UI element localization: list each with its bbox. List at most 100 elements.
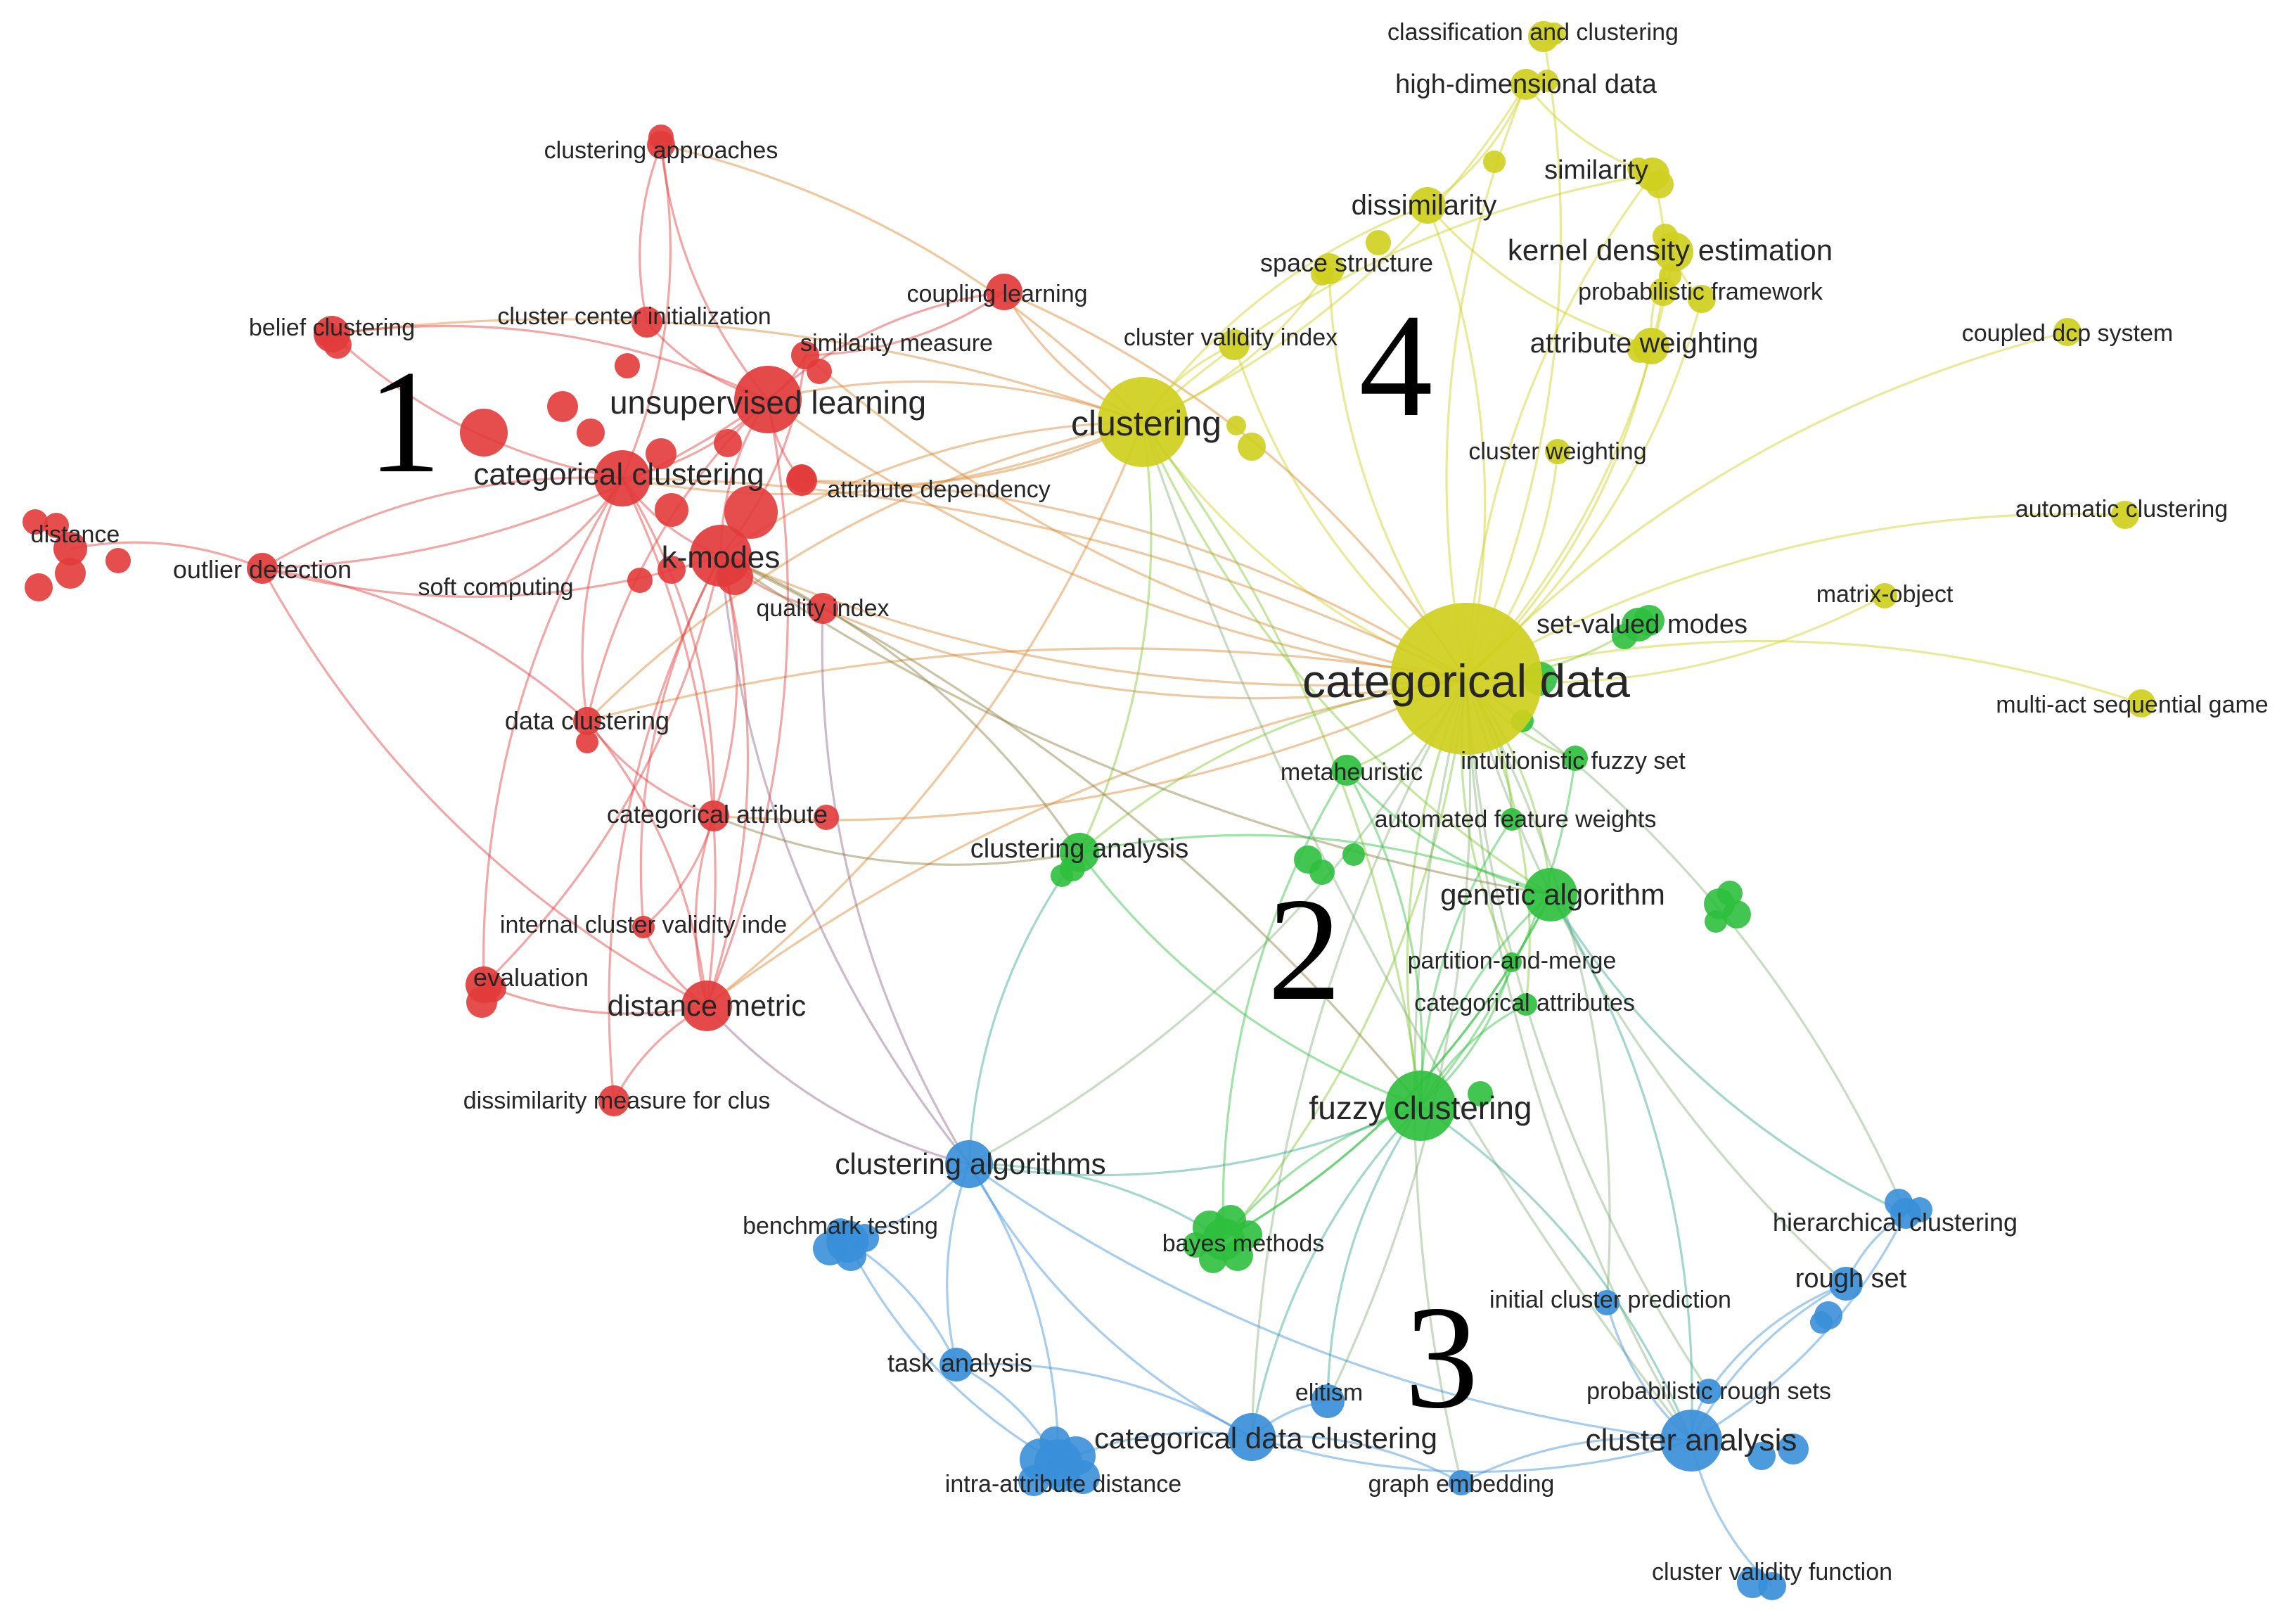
link-clustering-unsupervised_learning xyxy=(767,380,1143,423)
link-categorical_data-bayes_methods xyxy=(1222,678,1468,1241)
link-benchmark_testing-intra_attribute_distance xyxy=(846,1241,1059,1464)
node-elitism[interactable] xyxy=(1311,1384,1345,1418)
node-hierarchical_clustering[interactable] xyxy=(1890,1198,1921,1229)
node-fuzzy_clustering[interactable] xyxy=(1385,1071,1456,1141)
link-outlier_detection-data_clustering xyxy=(262,567,589,722)
node-high_dimensional_data[interactable] xyxy=(1511,69,1541,100)
node-similarity[interactable] xyxy=(1636,158,1669,191)
node-probabilistic_rough_sets[interactable] xyxy=(1696,1379,1721,1404)
node-benchmark_testing[interactable] xyxy=(826,1220,868,1263)
satellite-node xyxy=(1778,1434,1809,1464)
link-categorical_data_clustering-graph_embedding xyxy=(1251,1434,1462,1484)
node-cluster_validity_index[interactable] xyxy=(1219,329,1250,360)
node-unsupervised_learning[interactable] xyxy=(734,366,802,433)
node-belief_clustering[interactable] xyxy=(314,316,350,352)
satellite-node xyxy=(576,731,598,753)
node-cluster_validity_function[interactable] xyxy=(1758,1572,1786,1600)
satellite-node xyxy=(1536,70,1558,92)
node-categorical_data_clustering[interactable] xyxy=(1228,1413,1276,1461)
link-categorical_data-elitism xyxy=(1326,678,1472,1402)
node-outlier_detection[interactable] xyxy=(247,553,278,584)
satellite-node xyxy=(1705,910,1727,933)
link-categorical_data-categorical_clustering xyxy=(622,477,1467,680)
node-partition_and_merge[interactable] xyxy=(1502,952,1522,972)
satellite-node xyxy=(577,419,605,447)
node-rough_set[interactable] xyxy=(1829,1267,1863,1301)
link-bayes_methods-metaheuristic xyxy=(1221,770,1348,1240)
node-initial_cluster_prediction[interactable] xyxy=(1594,1290,1620,1315)
node-internal_cluster_validity[interactable] xyxy=(632,916,655,938)
node-dissimilarity[interactable] xyxy=(1409,187,1446,224)
link-fuzzy_clustering-intuitionistic_fuzzy_set xyxy=(1419,758,1577,1107)
link-categorical_data-categorical_data_clustering xyxy=(1250,678,1468,1438)
node-data_clustering[interactable] xyxy=(573,707,601,735)
node-metaheuristic[interactable] xyxy=(1331,755,1362,786)
satellite-node xyxy=(814,805,839,830)
node-probabilistic_framework[interactable] xyxy=(1688,285,1716,313)
node-clustering_algorithms[interactable] xyxy=(945,1140,993,1188)
cluster-number-2: 2 xyxy=(1267,868,1342,1031)
node-distance_metric[interactable] xyxy=(681,981,732,1031)
link-coupling_learning-similarity_measure xyxy=(804,291,1005,357)
link-categorical_data-unsupervised_learning xyxy=(767,398,1467,680)
node-k_modes[interactable] xyxy=(690,525,752,587)
node-task_analysis[interactable] xyxy=(939,1348,973,1381)
link-categorical_data-probabilistic_rough_sets xyxy=(1465,678,1710,1392)
node-quality_index[interactable] xyxy=(807,593,838,624)
node-set_valued_modes[interactable] xyxy=(1622,608,1655,641)
link-categorical_data-hierarchical_clustering xyxy=(1466,677,1907,1214)
node-cluster_weighting[interactable] xyxy=(1545,439,1570,464)
link-categorical_attribute-data_clustering xyxy=(586,720,714,817)
link-fuzzy_clustering-elitism xyxy=(1326,1105,1422,1402)
link-k_modes-outlier_detection xyxy=(262,554,721,598)
link-outlier_detection-distance xyxy=(70,541,263,570)
link-dissimilarity-high_dimensional_data xyxy=(1427,84,1527,207)
link-clustering-categorical_clustering xyxy=(622,421,1143,496)
node-evaluation[interactable] xyxy=(466,966,502,1003)
node-intra_attribute_distance[interactable] xyxy=(1034,1439,1082,1487)
node-space_structure[interactable] xyxy=(1314,253,1345,284)
node-coupled_dcp_system[interactable] xyxy=(2053,318,2082,346)
node-clustering_approaches[interactable] xyxy=(647,131,675,159)
node-clustering[interactable] xyxy=(1098,377,1188,467)
node-categorical_attributes[interactable] xyxy=(1515,993,1537,1016)
node-cluster_analysis[interactable] xyxy=(1660,1410,1722,1472)
node-bayes_methods[interactable] xyxy=(1202,1218,1245,1260)
node-automated_feature_weights[interactable] xyxy=(1501,808,1523,831)
cluster-number-4: 4 xyxy=(1359,284,1433,447)
node-automatic_clustering[interactable] xyxy=(2111,501,2139,529)
cluster-number-3: 3 xyxy=(1404,1276,1479,1439)
link-unsupervised_learning-outlier_detection xyxy=(262,398,769,570)
link-fuzzy_clustering-clustering_algorithms xyxy=(968,1104,1421,1177)
node-similarity_measure[interactable] xyxy=(791,341,819,369)
link-k_modes-genetic_algorithm xyxy=(720,554,1551,896)
node-kernel_density_estimation[interactable] xyxy=(1654,232,1693,272)
satellite-node xyxy=(1342,843,1365,866)
node-matrix_object[interactable] xyxy=(1872,583,1897,608)
link-clustering-clustering_approaches xyxy=(660,143,1144,423)
node-classification_and_clustering[interactable] xyxy=(1528,21,1559,52)
node-distance[interactable] xyxy=(53,532,87,566)
link-categorical_data-cluster_analysis xyxy=(1465,678,1693,1441)
satellite-node xyxy=(655,493,688,527)
link-categorical_clustering-data_clustering xyxy=(581,478,624,722)
node-categorical_data[interactable] xyxy=(1390,603,1542,755)
node-coupling_learning[interactable] xyxy=(986,274,1022,310)
node-multi_act_sequential_game[interactable] xyxy=(2127,689,2155,717)
link-bayes_methods-clustering_algorithms xyxy=(968,1163,1224,1241)
node-clustering_analysis[interactable] xyxy=(1060,833,1099,872)
node-graph_embedding[interactable] xyxy=(1449,1470,1474,1495)
node-categorical_attribute[interactable] xyxy=(698,800,729,831)
node-categorical_clustering[interactable] xyxy=(594,450,650,506)
node-attribute_weighting[interactable] xyxy=(1633,328,1669,364)
node-cluster_center_initialization[interactable] xyxy=(631,307,662,338)
node-intuitionistic_fuzzy_set[interactable] xyxy=(1563,746,1588,771)
node-genetic_algorithm[interactable] xyxy=(1524,868,1577,921)
node-attribute_dependency[interactable] xyxy=(786,465,817,496)
link-clustering-clustering_analysis xyxy=(1078,421,1153,853)
link-genetic_algorithm-hierarchical_clustering xyxy=(1549,894,1906,1215)
satellite-node xyxy=(1238,433,1266,461)
link-categorical_data-coupled_dcp_system xyxy=(1465,331,2068,680)
node-dissimilarity_measure[interactable] xyxy=(598,1085,629,1116)
